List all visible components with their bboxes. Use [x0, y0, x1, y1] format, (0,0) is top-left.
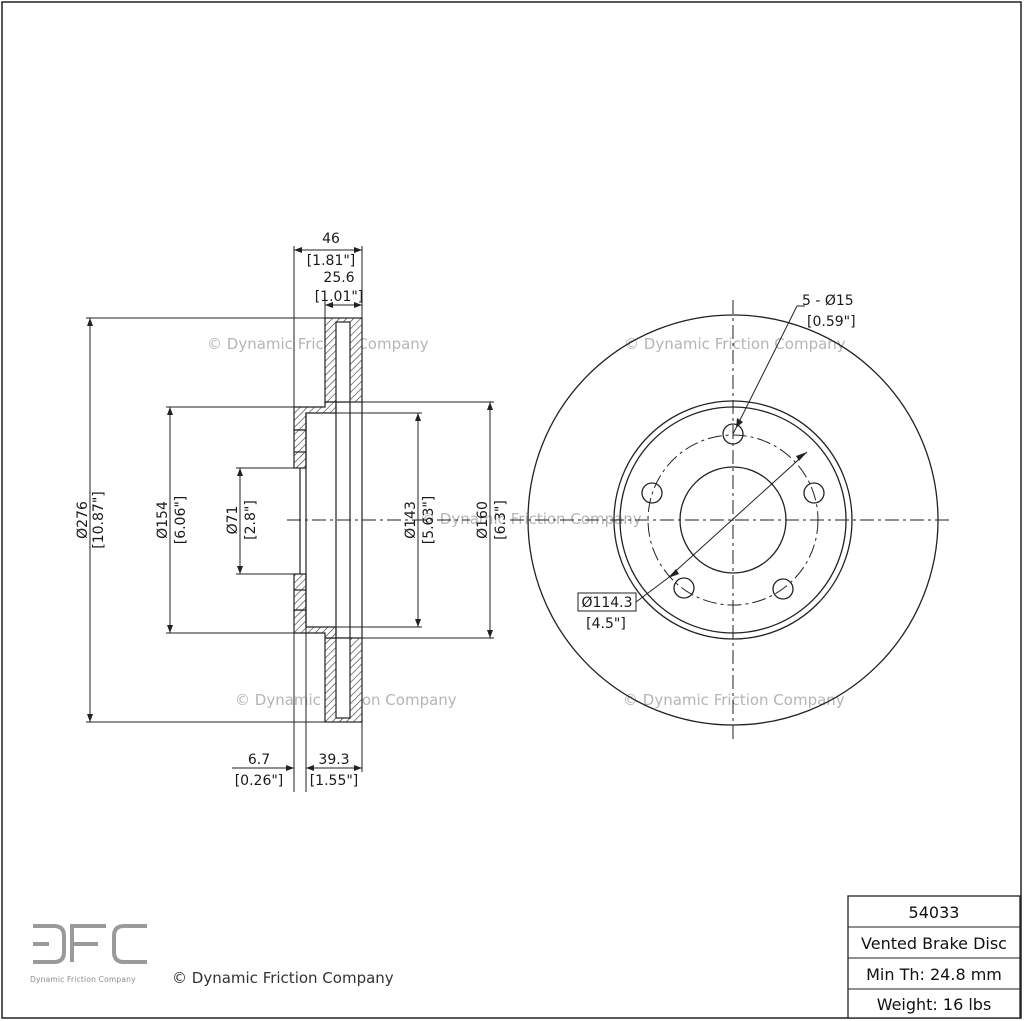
section-view [287, 317, 470, 723]
info-table: 54033 Vented Brake Disc Min Th: 24.8 mm … [847, 895, 1021, 1019]
dim-rotor-thickness-mm: 25.6 [323, 270, 354, 286]
dim-hat-thickness-in: [0.26"] [235, 773, 284, 789]
watermark-text: © Dynamic Friction Company [420, 510, 642, 528]
logo-letter-c [112, 924, 147, 964]
hat-wall-upper [293, 429, 307, 469]
dim-inner-diameter-in: [5.63"] [421, 496, 437, 545]
copyright-text: © Dynamic Friction Company [172, 969, 394, 987]
dim-outer-diameter-mm: Ø276 [75, 501, 91, 539]
dim-hat-outer-diameter-mm: Ø160 [475, 501, 491, 539]
logo-letter-f [70, 924, 106, 962]
hat-section-bottom [293, 609, 337, 639]
watermark-text: © Dynamic Friction Company [624, 335, 846, 353]
dim-bolt-holes-in: [0.59"] [807, 314, 856, 330]
dim-bolt-circle-in: [4.5"] [586, 616, 626, 632]
section-dimensions [86, 246, 494, 792]
dim-bolt-circle-mm: Ø114.3 [581, 595, 632, 611]
front-arrowheads [668, 418, 807, 578]
hat-wall-lower [293, 573, 307, 611]
dim-center-bore-mm: Ø71 [225, 506, 241, 535]
dim-hat-diameter-in: [6.06"] [173, 496, 189, 545]
bolt-hole [673, 577, 695, 599]
dim-center-bore-in: [2.8"] [243, 500, 259, 540]
dim-bolt-holes-mm: 5 - Ø15 [802, 293, 854, 309]
part-number: 54033 [909, 903, 960, 922]
bolt-hole [772, 578, 794, 600]
vent-slot-bottom [335, 637, 351, 719]
bolt-circle-label-box [577, 592, 637, 612]
section-dimension-labels: 46 [1.81"] 25.6 [1.01"] Ø276 [10.87"] Ø1… [75, 231, 509, 789]
min-thickness: Min Th: 24.8 mm [866, 965, 1002, 984]
logo-letter-d [33, 924, 66, 964]
dim-hat-thickness-mm: 6.7 [248, 752, 270, 768]
watermarks: © Dynamic Friction Company © Dynamic Fri… [207, 335, 846, 709]
product-type: Vented Brake Disc [861, 934, 1007, 953]
watermark-text: © Dynamic Friction Company [623, 691, 845, 709]
weight: Weight: 16 lbs [877, 995, 992, 1014]
section-arrowheads [87, 247, 493, 771]
bolt-hole [803, 482, 825, 504]
front-dimension-labels: 5 - Ø15 [0.59"] Ø114.3 [4.5"] [577, 293, 856, 632]
dim-hat-diameter-mm: Ø154 [155, 501, 171, 539]
dim-outer-diameter-in: [10.87"] [91, 491, 107, 548]
bolt-hole [641, 482, 663, 504]
logo-tagline: Dynamic Friction Company [30, 975, 136, 984]
dim-inner-diameter-mm: Ø143 [403, 501, 419, 539]
dim-hat-height-in: [1.55"] [310, 773, 359, 789]
hat-section-top [293, 401, 337, 431]
dim-overall-width-mm: 46 [322, 231, 340, 247]
dfc-logo [33, 924, 147, 964]
vent-slot-top [335, 321, 351, 403]
front-view [510, 300, 952, 742]
dim-rotor-thickness-in: [1.01"] [315, 289, 364, 305]
dim-hat-height-mm: 39.3 [318, 752, 349, 768]
dim-hat-outer-diameter-in: [6.3"] [493, 500, 509, 540]
watermark-text: © Dynamic Friction Company [207, 335, 429, 353]
dim-overall-width-in: [1.81"] [307, 253, 356, 269]
